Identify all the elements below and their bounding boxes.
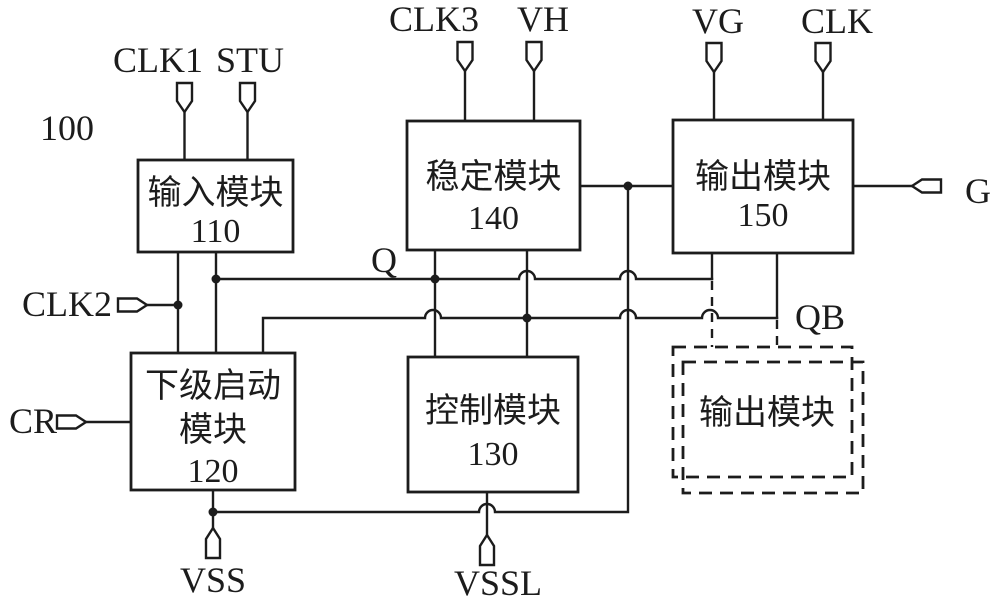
module-input-number: 110	[191, 213, 241, 250]
figure-number-label: 100	[40, 108, 94, 148]
module-next-stage-output-box-inner	[681, 360, 865, 495]
module-input-title: 输入模块	[148, 174, 284, 212]
module-control-box	[406, 355, 580, 494]
label-net-qb: QB	[795, 297, 845, 337]
junction-dot-clk2	[173, 300, 183, 310]
label-clk: CLK	[801, 1, 873, 41]
module-stabilizing-title: 稳定模块	[426, 158, 562, 196]
junction-dot-vss	[208, 507, 218, 517]
terminal-pin-cr	[55, 414, 89, 430]
terminal-pin-vss	[204, 525, 222, 560]
module-next-stage-output-box-outer	[671, 345, 854, 479]
junction-dots	[173, 181, 633, 517]
label-stu: STU	[216, 40, 284, 80]
label-cr: CR	[9, 401, 57, 441]
label-g: G	[965, 171, 991, 211]
terminal-pin-g	[909, 178, 943, 194]
label-clk2: CLK2	[22, 284, 112, 324]
module-output-number: 150	[738, 197, 789, 234]
module-stabilizing-number: 140	[468, 200, 519, 237]
module-next-stage-output-title: 输出模块	[699, 394, 835, 432]
label-clk1: CLK1	[113, 40, 203, 80]
terminal-pin-clk2	[116, 297, 150, 313]
terminal-pin-clk	[814, 41, 832, 75]
junction-dot-140-150	[623, 181, 633, 191]
wires	[84, 68, 914, 536]
module-stabilizing-box	[405, 119, 582, 252]
junction-dot-q-140	[430, 274, 440, 284]
module-control-title: 控制模块	[425, 392, 561, 430]
terminal-pin-clk1	[175, 81, 194, 115]
wire-q-net	[214, 269, 714, 281]
module-output-box	[671, 118, 855, 255]
label-vg: VG	[692, 1, 744, 41]
module-output-title: 输出模块	[695, 158, 831, 196]
module-next-stage-startup-number: 120	[188, 453, 239, 490]
module-control-number: 130	[468, 436, 519, 473]
terminal-pin-vg	[705, 41, 723, 75]
terminal-pin-clk3	[456, 40, 474, 74]
terminal-pin-vh	[525, 40, 543, 74]
terminal-pin-vssl	[478, 532, 496, 567]
module-next-stage-startup-box	[129, 351, 297, 492]
junction-dot-qb-140	[522, 313, 532, 323]
label-net-q: Q	[371, 240, 397, 280]
terminal-pin-stu	[238, 81, 257, 115]
junction-dot-q-start	[211, 274, 221, 284]
terminal-pins	[55, 40, 943, 567]
module-next-stage-startup-title-line1: 下级启动	[145, 367, 281, 405]
label-clk3: CLK3	[389, 0, 479, 39]
label-vh: VH	[517, 0, 569, 39]
label-vss: VSS	[180, 560, 246, 600]
label-vssl: VSSL	[454, 563, 542, 603]
module-next-stage-startup-title-line2: 模块	[179, 411, 247, 449]
module-input-box	[136, 158, 295, 254]
